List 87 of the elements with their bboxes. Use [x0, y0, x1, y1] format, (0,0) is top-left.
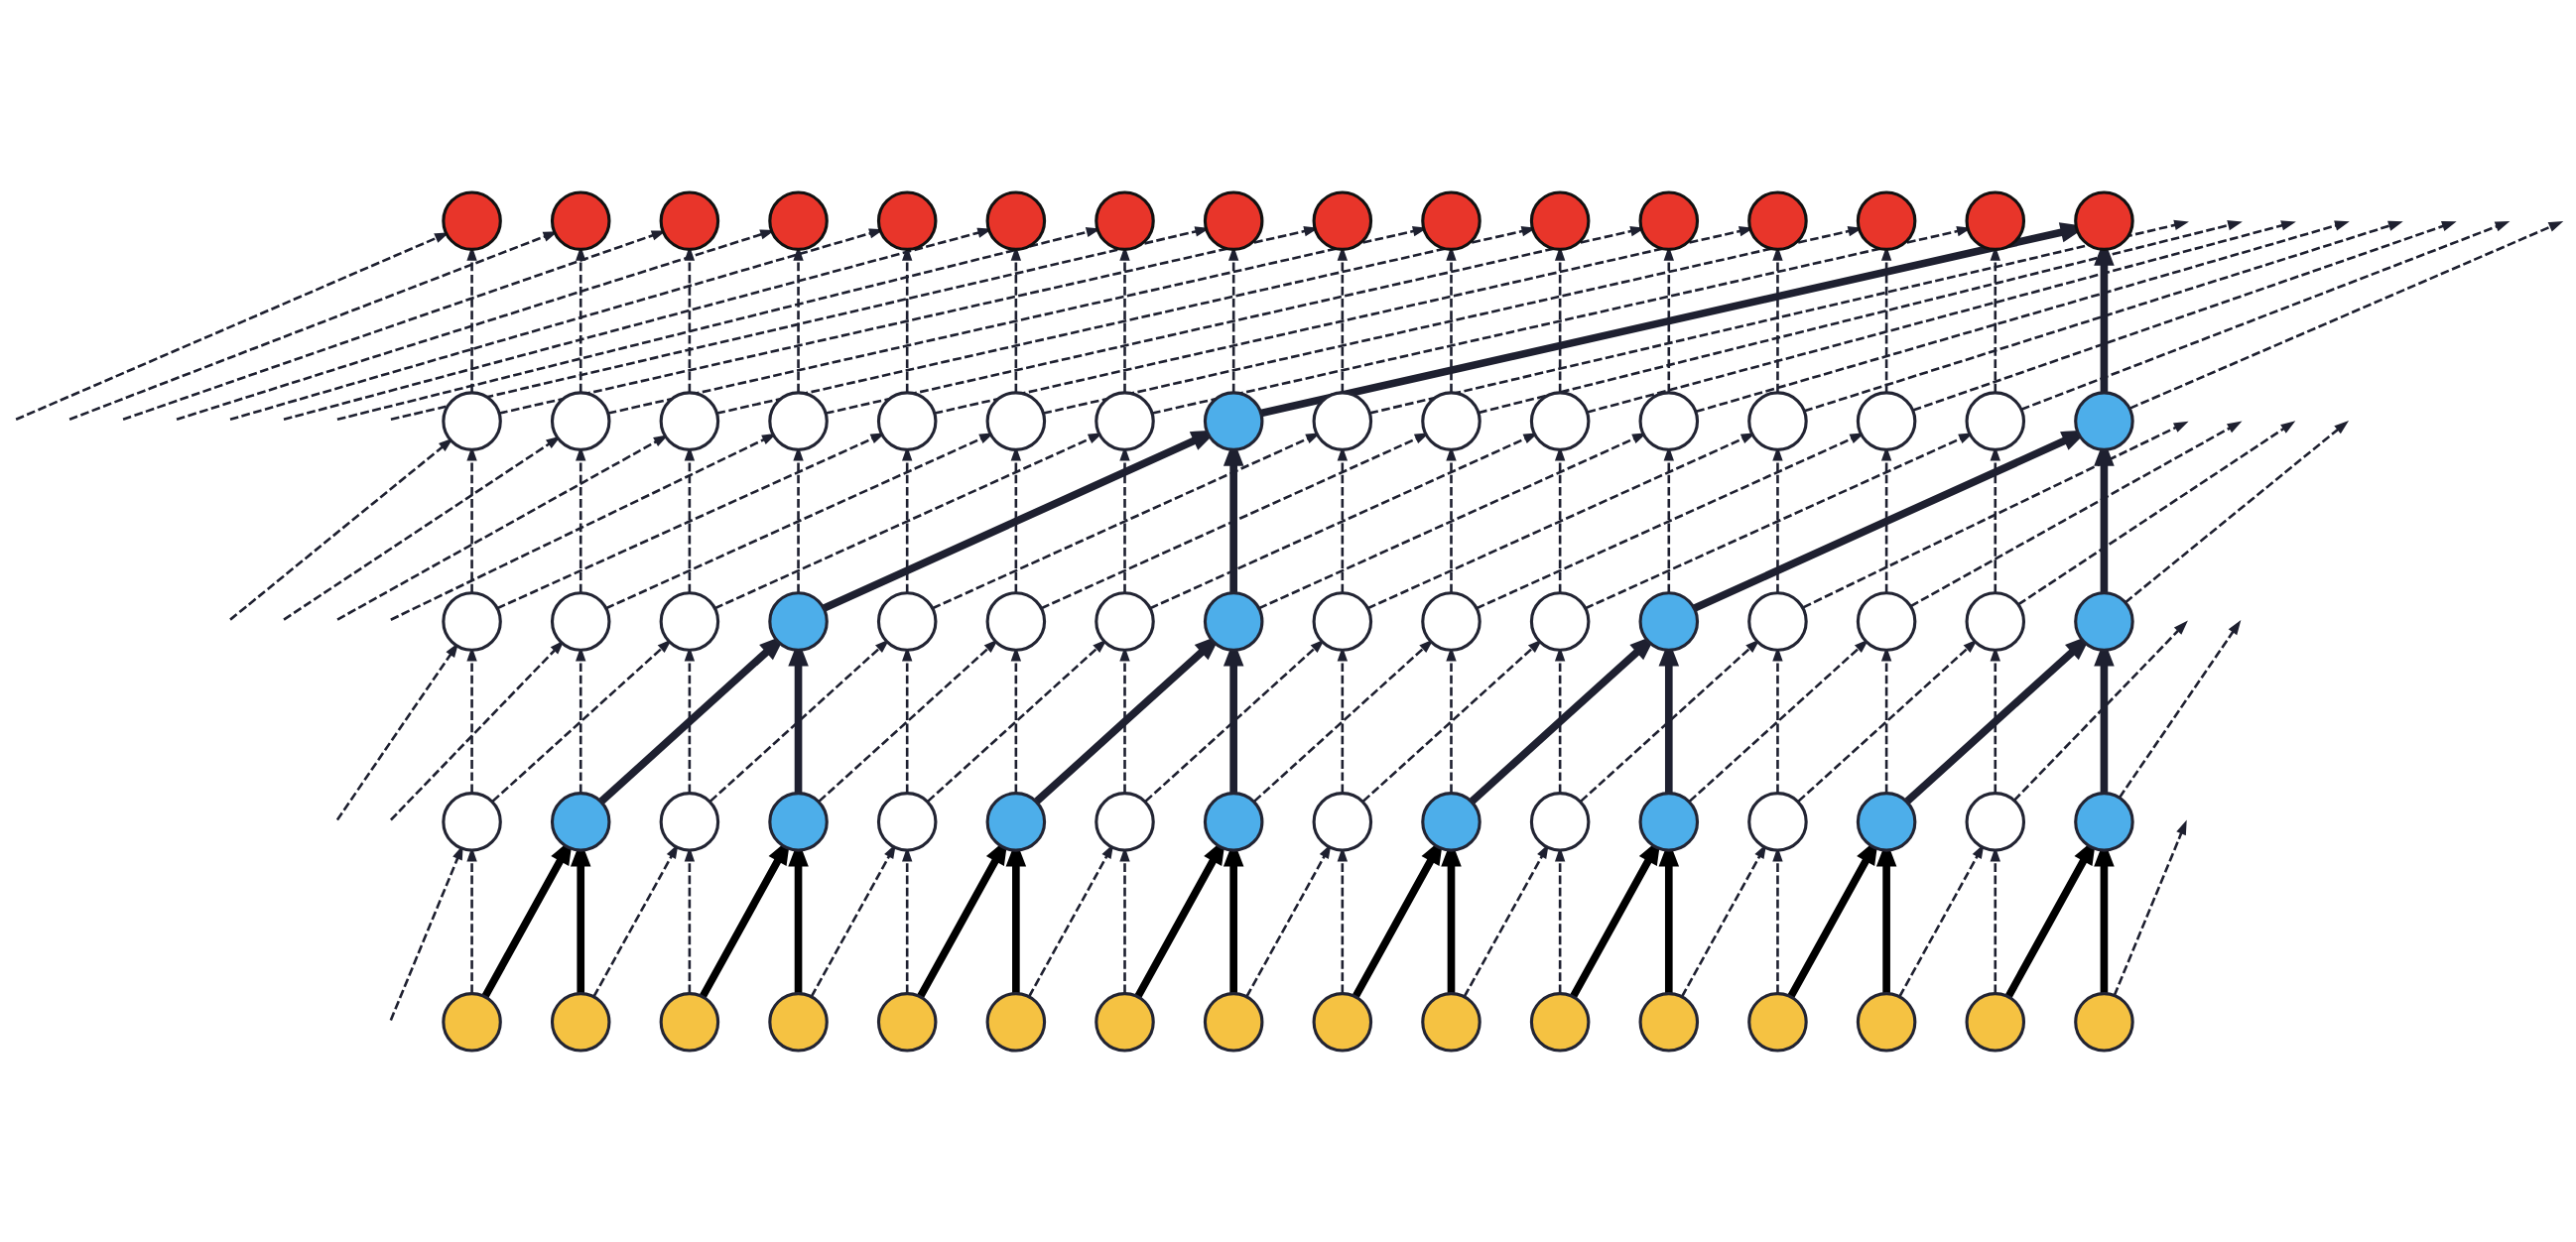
arrow [2118, 619, 2242, 799]
node-circle [1203, 991, 1264, 1053]
node-circle [1312, 791, 1373, 852]
node-circle [1529, 390, 1591, 451]
node-circle [1747, 991, 1808, 1053]
node-circle [1312, 991, 1373, 1053]
node-circle [1747, 189, 1808, 251]
node-circle [659, 791, 720, 852]
arrow [1253, 638, 1434, 803]
node-circle [1095, 189, 1155, 251]
node-circle [1529, 189, 1591, 251]
node-circle [876, 390, 938, 451]
node-circle [442, 390, 502, 451]
node-circle [1203, 590, 1264, 652]
node-circle [550, 189, 611, 251]
node-circle [1203, 189, 1264, 251]
arrow [2020, 220, 2511, 411]
arrow [709, 638, 890, 803]
node-circle [768, 390, 829, 451]
node-circle [1638, 791, 1700, 852]
node-circle [1421, 189, 1481, 251]
arrow [1688, 638, 1869, 803]
arrow [1580, 638, 1760, 803]
node-circle [1965, 189, 2026, 251]
node-circle [442, 590, 502, 652]
node-circle [768, 791, 829, 852]
node-circle [1529, 791, 1591, 852]
node-circle [1856, 991, 1917, 1053]
node-circle [1856, 390, 1917, 451]
node-circle [659, 390, 720, 451]
node-circle [1529, 991, 1591, 1053]
node-circle [1203, 390, 1264, 451]
node-circle [1095, 791, 1155, 852]
arrow [1802, 421, 2189, 609]
node-circle [1312, 189, 1373, 251]
node-circle [2074, 991, 2134, 1053]
arrow [2017, 420, 2296, 605]
node-circle [1421, 791, 1481, 852]
node-circle [1638, 991, 1700, 1053]
node-circle [985, 791, 1047, 852]
node-circle [1095, 991, 1155, 1053]
node-circle [1856, 791, 1917, 852]
node-circle [876, 791, 938, 852]
node-circle [1638, 590, 1700, 652]
node-circle [2074, 390, 2134, 451]
node-circle [1856, 189, 1917, 251]
node-circle [985, 189, 1047, 251]
node-circle [1203, 791, 1264, 852]
node-circle [442, 791, 502, 852]
node-circle [2074, 189, 2134, 251]
node-circle [1421, 390, 1481, 451]
node-circle [1747, 390, 1808, 451]
node-circle [2074, 791, 2134, 852]
node-circle [659, 991, 720, 1053]
arrow [2012, 620, 2188, 802]
node-circle [1095, 390, 1155, 451]
arrow [927, 638, 1107, 803]
node-circle [768, 189, 829, 251]
node-circle [1965, 791, 2026, 852]
node-circle [1312, 390, 1373, 451]
node-circle [1965, 991, 2026, 1053]
node-circle [550, 791, 611, 852]
node-circle [985, 390, 1047, 451]
arrow [1804, 220, 2403, 413]
node-circle [1638, 390, 1700, 451]
arrow [1696, 220, 2350, 413]
node-circle [1747, 791, 1808, 852]
node-circle [442, 189, 502, 251]
arrow [229, 437, 453, 621]
node-circle [550, 991, 611, 1053]
node-circle [1965, 390, 2026, 451]
node-circle [2074, 590, 2134, 652]
node-circle [768, 590, 829, 652]
node-circle [550, 390, 611, 451]
arrow [1909, 421, 2243, 607]
node-circle [659, 189, 720, 251]
node-circle [985, 991, 1047, 1053]
node-circle [876, 189, 938, 251]
node-circle [1638, 189, 1700, 251]
arrow [2113, 819, 2187, 996]
arrow [1362, 638, 1543, 803]
node-circle [876, 991, 938, 1053]
arrow [2125, 420, 2350, 603]
node-circle [768, 991, 829, 1053]
node-circle [550, 590, 611, 652]
node-circle [442, 991, 502, 1053]
node-circle [1421, 991, 1481, 1053]
